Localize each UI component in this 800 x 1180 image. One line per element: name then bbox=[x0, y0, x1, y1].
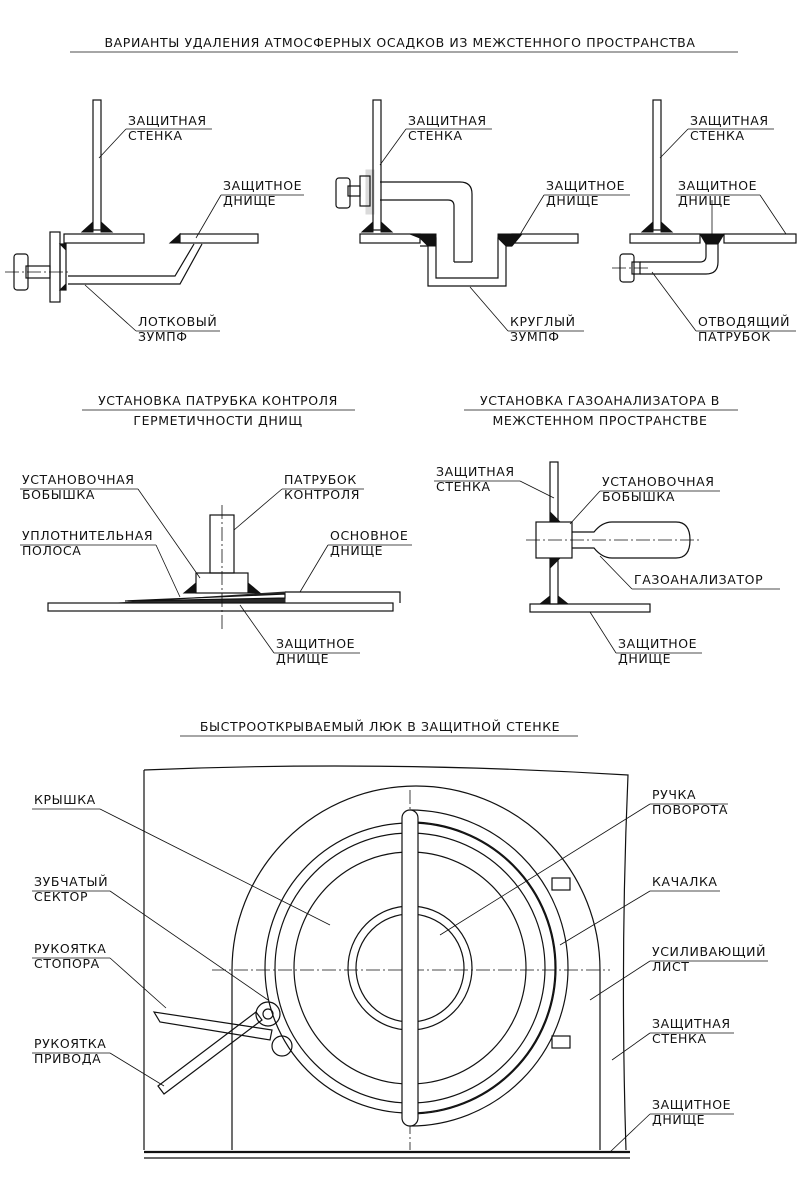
hatch-reinforcing-label-1: УСИЛИВАЮЩИЙ bbox=[652, 944, 766, 959]
hatch-rotation-handle-label-2: ПОВОРОТА bbox=[652, 802, 728, 817]
hatch-stop-handle-label-1: РУКОЯТКА bbox=[34, 941, 106, 956]
nozzle-nozzle-label-2: КОНТРОЛЯ bbox=[284, 487, 360, 502]
nozzle-main-bottom-label-1: ОСНОВНОЕ bbox=[330, 528, 408, 543]
hatch-reinforcing-label-2: ЛИСТ bbox=[652, 959, 690, 974]
round-wall-label-2: СТЕНКА bbox=[408, 128, 463, 143]
gas-boss-label-1: УСТАНОВОЧНАЯ bbox=[602, 474, 715, 489]
round-bottom-label-1: ЗАЩИТНОЕ bbox=[546, 178, 625, 193]
nozzle-boss-label-1: УСТАНОВОЧНАЯ bbox=[22, 472, 135, 487]
nozzle-boss-label-2: БОБЫШКА bbox=[22, 487, 95, 502]
nozzle-strip-label-2: ПОЛОСА bbox=[22, 543, 81, 558]
nozzle-main-bottom-label-2: ДНИЩЕ bbox=[330, 543, 383, 558]
pipe-outlet-label-2: ПАТРУБОК bbox=[698, 329, 771, 344]
gas-analyzer-label: ГАЗОАНАЛИЗАТОР bbox=[634, 572, 763, 587]
hatch-title: БЫСТРООТКРЫВАЕМЫЙ ЛЮК В ЗАЩИТНОЙ СТЕНКЕ bbox=[180, 719, 578, 737]
tray-bottom-label-1: ЗАЩИТНОЕ bbox=[223, 178, 302, 193]
drainage-title-text: ВАРИАНТЫ УДАЛЕНИЯ АТМОСФЕРНЫХ ОСАДКОВ ИЗ… bbox=[104, 35, 695, 50]
nozzle-detail: УСТАНОВОЧНАЯ БОБЫШКА ПАТРУБОК КОНТРОЛЯ У… bbox=[20, 472, 412, 666]
hatch-bottom-label-1: ЗАЩИТНОЕ bbox=[652, 1097, 731, 1112]
gas-analyzer-detail: ЗАЩИТНАЯ СТЕНКА УСТАНОВОЧНАЯ БОБЫШКА ГАЗ… bbox=[434, 461, 780, 666]
gas-bottom-label-1: ЗАЩИТНОЕ bbox=[618, 636, 697, 651]
nozzle-strip-label-1: УПЛОТНИТЕЛЬНАЯ bbox=[22, 528, 153, 543]
outlet-pipe-detail: ЗАЩИТНАЯ СТЕНКА ЗАЩИТНОЕ ДНИЩЕ ОТВОДЯЩИЙ… bbox=[612, 99, 797, 344]
hatch-rocker-label: КАЧАЛКА bbox=[652, 874, 718, 889]
round-sump-detail: ЗАЩИТНАЯ СТЕНКА ЗАЩИТНОЕ ДНИЩЕ КРУГЛЫЙ З… bbox=[335, 99, 630, 344]
gas-boss-label-2: БОБЫШКА bbox=[602, 489, 675, 504]
round-bottom-label-2: ДНИЩЕ bbox=[546, 193, 599, 208]
nozzle-title: УСТАНОВКА ПАТРУБКА КОНТРОЛЯ ГЕРМЕТИЧНОСТ… bbox=[82, 393, 355, 428]
hatch-sector-label-1: ЗУБЧАТЫЙ bbox=[34, 874, 108, 889]
hatch-cover-label: КРЫШКА bbox=[34, 792, 96, 807]
gas-wall-label-1: ЗАЩИТНАЯ bbox=[436, 464, 515, 479]
pipe-outlet-label-1: ОТВОДЯЩИЙ bbox=[698, 314, 790, 329]
gas-title-line-2: МЕЖСТЕННОМ ПРОСТРАНСТВЕ bbox=[492, 413, 707, 428]
gas-bottom-label-2: ДНИЩЕ bbox=[618, 651, 671, 666]
round-wall-label-1: ЗАЩИТНАЯ bbox=[408, 113, 487, 128]
hatch-detail: КРЫШКА ЗУБЧАТЫЙ СЕКТОР РУКОЯТКА СТОПОРА … bbox=[32, 765, 768, 1159]
drainage-title: ВАРИАНТЫ УДАЛЕНИЯ АТМОСФЕРНЫХ ОСАДКОВ ИЗ… bbox=[70, 35, 738, 53]
hatch-drive-handle-label-1: РУКОЯТКА bbox=[34, 1036, 106, 1051]
gas-title-line-1: УСТАНОВКА ГАЗОАНАЛИЗАТОРА В bbox=[480, 393, 720, 408]
nozzle-title-line-1: УСТАНОВКА ПАТРУБКА КОНТРОЛЯ bbox=[98, 393, 338, 408]
round-sump-label-1: КРУГЛЫЙ bbox=[510, 314, 576, 329]
tray-sump-label-2: ЗУМПФ bbox=[138, 329, 188, 344]
nozzle-protective-bottom-label-1: ЗАЩИТНОЕ bbox=[276, 636, 355, 651]
tray-sump-label-1: ЛОТКОВЫЙ bbox=[138, 314, 217, 329]
tray-bottom-label-2: ДНИЩЕ bbox=[223, 193, 276, 208]
pipe-bottom-label-2: ДНИЩЕ bbox=[678, 193, 731, 208]
hatch-wall-label-1: ЗАЩИТНАЯ bbox=[652, 1016, 731, 1031]
hatch-rotation-handle-label-1: РУЧКА bbox=[652, 787, 696, 802]
pipe-wall-label-2: СТЕНКА bbox=[690, 128, 745, 143]
hatch-drive-handle-label-2: ПРИВОДА bbox=[34, 1051, 101, 1066]
round-sump-label-2: ЗУМПФ bbox=[510, 329, 560, 344]
nozzle-protective-bottom-label-2: ДНИЩЕ bbox=[276, 651, 329, 666]
hatch-bottom-label-2: ДНИЩЕ bbox=[652, 1112, 705, 1127]
nozzle-title-line-2: ГЕРМЕТИЧНОСТИ ДНИЩ bbox=[133, 413, 302, 428]
tray-wall-label-1: ЗАЩИТНАЯ bbox=[128, 113, 207, 128]
pipe-bottom-label-1: ЗАЩИТНОЕ bbox=[678, 178, 757, 193]
hatch-wall-label-2: СТЕНКА bbox=[652, 1031, 707, 1046]
hatch-stop-handle-label-2: СТОПОРА bbox=[34, 956, 100, 971]
hatch-title-text: БЫСТРООТКРЫВАЕМЫЙ ЛЮК В ЗАЩИТНОЙ СТЕНКЕ bbox=[200, 719, 560, 734]
tray-sump-detail: ЗАЩИТНАЯ СТЕНКА ЗАЩИТНОЕ ДНИЩЕ ЛОТКОВЫЙ … bbox=[5, 99, 304, 344]
hatch-sector-label-2: СЕКТОР bbox=[34, 889, 88, 904]
pipe-wall-label-1: ЗАЩИТНАЯ bbox=[690, 113, 769, 128]
gas-title: УСТАНОВКА ГАЗОАНАЛИЗАТОРА В МЕЖСТЕННОМ П… bbox=[464, 393, 738, 428]
tray-wall-label-2: СТЕНКА bbox=[128, 128, 183, 143]
nozzle-nozzle-label-1: ПАТРУБОК bbox=[284, 472, 357, 487]
gas-wall-label-2: СТЕНКА bbox=[436, 479, 491, 494]
